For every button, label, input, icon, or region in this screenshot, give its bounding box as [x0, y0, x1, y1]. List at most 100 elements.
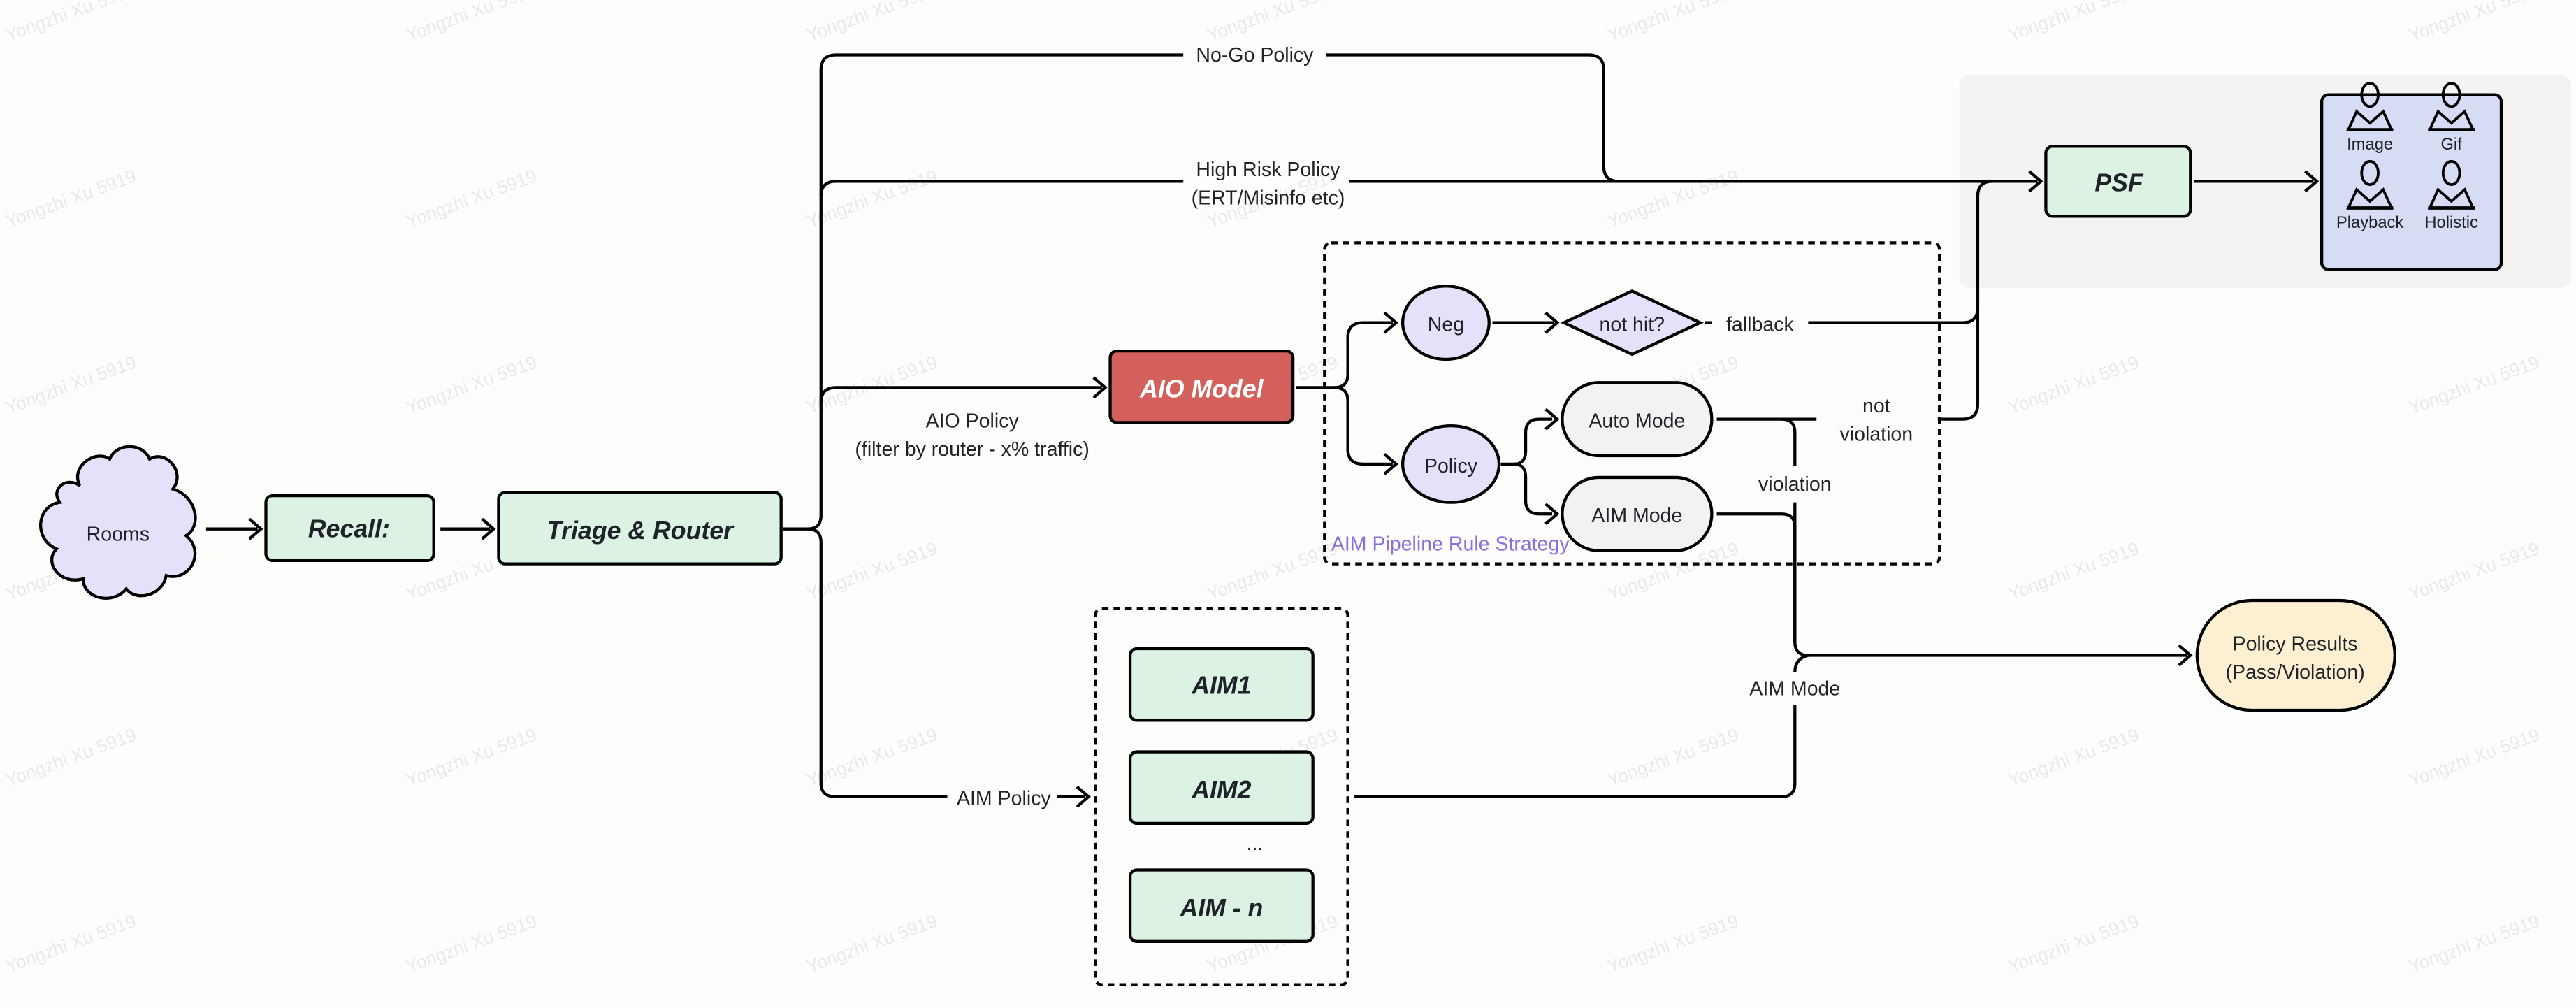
auto-mode-label: Auto Mode: [1589, 410, 1685, 433]
arrowhead: [1076, 785, 1091, 808]
aim-n-label: AIM - n: [1179, 894, 1263, 922]
policy-results-label: Policy Results: [2233, 633, 2358, 655]
watermark-text: Yongzhi Xu 5919: [2005, 0, 2141, 45]
reviewer-label: Gif: [2440, 135, 2462, 154]
watermark-text: Yongzhi Xu 5919: [3, 724, 139, 791]
triage-box: [497, 491, 783, 566]
watermark-text: Yongzhi Xu 5919: [403, 724, 540, 791]
aim-ellipsis: ...: [1247, 833, 1264, 855]
watermark-text: Yongzhi Xu 5919: [2005, 538, 2141, 605]
watermark-text: Yongzhi Xu 5919: [1605, 0, 1741, 45]
rooms-label: Rooms: [87, 523, 150, 545]
aio-model-label: AIO Model: [1139, 375, 1264, 403]
aim1-label: AIM1: [1191, 671, 1251, 699]
edge-auto-violation: [1781, 417, 1797, 466]
aim1-node[interactable]: AIM1: [1128, 647, 1315, 722]
watermark-text: Yongzhi Xu 5919: [2005, 352, 2141, 419]
aim-n-node[interactable]: AIM - n: [1128, 868, 1315, 943]
watermark-text: Yongzhi Xu 5919: [1605, 910, 1741, 977]
label-violation: violation: [1758, 473, 1832, 496]
triage-router-node[interactable]: Triage & Router: [497, 491, 783, 566]
neg-node[interactable]: Neg: [1401, 285, 1491, 361]
decision-diamond: [1560, 289, 1704, 357]
aio-model-node[interactable]: AIO Model: [1108, 349, 1295, 424]
recall-box: [264, 494, 435, 563]
policy-results-shape: [2195, 598, 2396, 712]
edge-policy-split-low: [1514, 462, 1553, 516]
watermark-text: Yongzhi Xu 5919: [804, 538, 940, 605]
policy-node[interactable]: Policy: [1401, 424, 1501, 504]
rooms-node[interactable]: Rooms: [39, 445, 197, 600]
watermark-text: Yongzhi Xu 5919: [403, 0, 540, 45]
edge-aim-group: [1354, 705, 1797, 798]
strategy-title: AIM Pipeline Rule Strategy: [1331, 533, 1570, 556]
watermark-text: Yongzhi Xu 5919: [804, 910, 940, 977]
policy-label: Policy: [1424, 455, 1478, 477]
auto-mode-shape: [1561, 381, 1714, 458]
watermark-text: Yongzhi Xu 5919: [1204, 0, 1340, 45]
aim-mode-node[interactable]: AIM Mode: [1561, 475, 1714, 552]
recall-node[interactable]: Recall:: [264, 494, 435, 563]
label-aim-policy: AIM Policy: [957, 788, 1051, 810]
policy-results-node[interactable]: Policy Results (Pass/Violation): [2195, 598, 2396, 712]
reviewers-box: [2320, 93, 2503, 271]
edge-auto-violation-cont: [1793, 502, 2187, 657]
not-hit-decision[interactable]: not hit?: [1560, 289, 1704, 357]
reviewer-playback: Playback: [2336, 159, 2403, 232]
label-high-risk-sub: (ERT/Misinfo etc): [1192, 187, 1345, 210]
watermark-text: Yongzhi Xu 5919: [804, 0, 940, 45]
aim-mode-shape: [1561, 475, 1714, 552]
watermark-text: Yongzhi Xu 5919: [3, 910, 139, 977]
edge-high-risk: [819, 180, 1184, 196]
aim2-box: [1128, 750, 1315, 826]
watermark-text: Yongzhi Xu 5919: [1605, 724, 1741, 791]
aim2-node[interactable]: AIM2: [1128, 750, 1315, 826]
watermark-text: Yongzhi Xu 5919: [2405, 0, 2542, 45]
watermark-text: Yongzhi Xu 5919: [403, 165, 540, 232]
watermark-text: Yongzhi Xu 5919: [2405, 910, 2542, 977]
arrowhead: [1383, 452, 1398, 475]
arrowhead: [481, 517, 496, 540]
policy-ellipse: [1401, 424, 1501, 504]
edge-aim-mode: [1716, 512, 1797, 642]
label-high-risk: High Risk Policy: [1196, 159, 1340, 181]
edge-aio-split-low: [1334, 386, 1393, 466]
edge-aim-group-cont: [1793, 654, 1809, 672]
policy-results-sublabel: (Pass/Violation): [2225, 661, 2364, 684]
reviewer-holistic: Holistic: [2424, 159, 2478, 232]
label-no-go: No-Go Policy: [1196, 44, 1314, 66]
watermark-text: Yongzhi Xu 5919: [2405, 724, 2542, 791]
psf-node[interactable]: PSF: [2044, 145, 2192, 218]
watermark-text: Yongzhi Xu 5919: [804, 724, 940, 791]
arrowhead: [1544, 503, 1560, 526]
psf-label: PSF: [2094, 169, 2144, 197]
watermark-text: Yongzhi Xu 5919: [3, 0, 139, 45]
watermark-text: Yongzhi Xu 5919: [2405, 352, 2542, 419]
label-aio-policy-sub: (filter by router - x% traffic): [855, 438, 1089, 461]
arrowhead: [1544, 408, 1560, 431]
neg-ellipse: [1401, 285, 1491, 361]
arrowhead: [2028, 170, 2043, 193]
label-not: not: [1862, 395, 1890, 417]
label-fallback: fallback: [1726, 314, 1794, 336]
arrowhead: [1544, 311, 1560, 334]
triage-label: Triage & Router: [547, 517, 735, 545]
neg-label: Neg: [1428, 314, 1464, 336]
aim-mode-label: AIM Mode: [1591, 505, 1682, 527]
aio-model-box: [1108, 349, 1295, 424]
arrowhead: [1092, 376, 1108, 399]
psf-box: [2044, 145, 2192, 218]
cloud-shape: [39, 445, 197, 600]
aim2-label: AIM2: [1191, 776, 1251, 804]
edge-aio-policy: [819, 386, 1102, 403]
aim-group: [1094, 607, 1349, 986]
arrowhead: [248, 517, 263, 540]
auto-mode-node[interactable]: Auto Mode: [1561, 381, 1714, 458]
watermark-text: Yongzhi Xu 5919: [2405, 538, 2542, 605]
label-aim-mode-edge: AIM Mode: [1749, 678, 1840, 700]
aim-n-box: [1128, 868, 1315, 943]
watermark-text: Yongzhi Xu 5919: [403, 910, 540, 977]
watermark-text: Yongzhi Xu 5919: [3, 165, 139, 232]
